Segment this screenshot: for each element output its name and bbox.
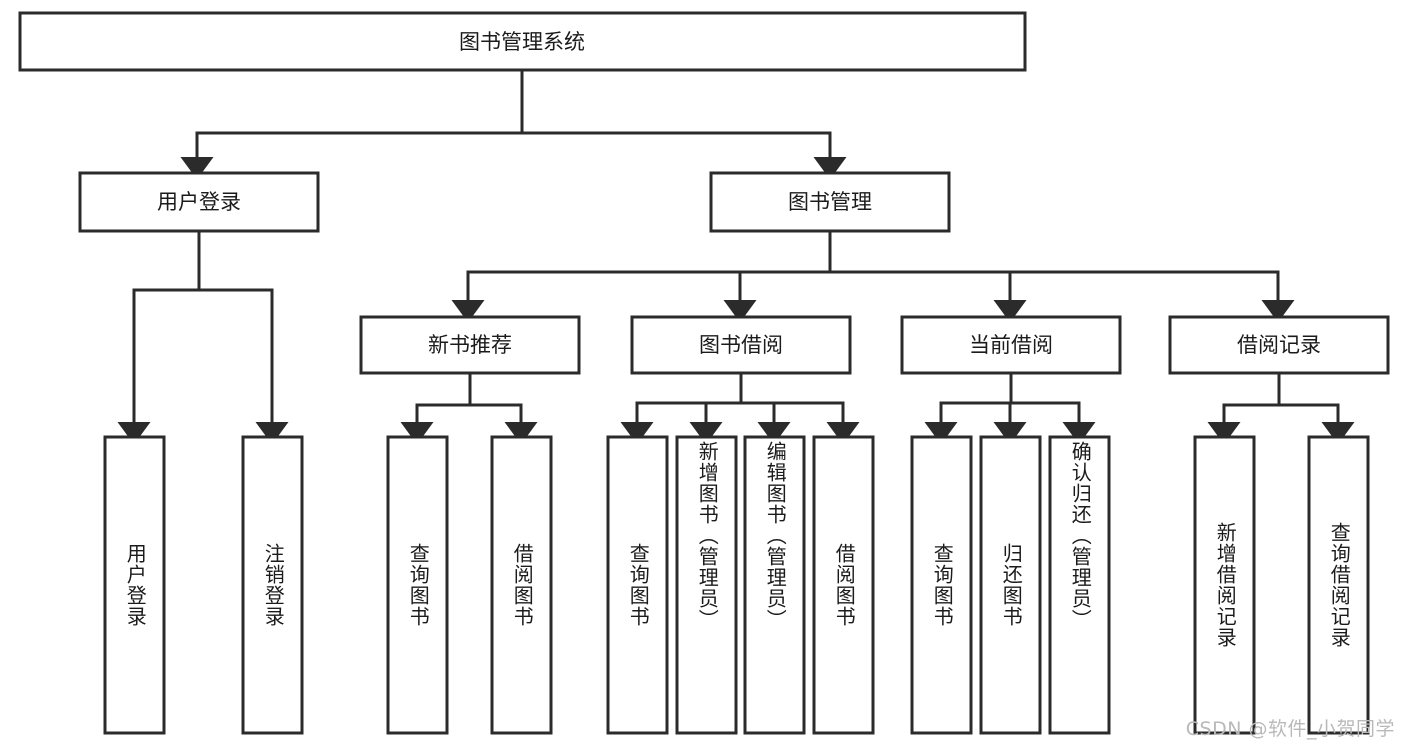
node-current-borrow-label: 当前借阅	[969, 333, 1053, 357]
leaf-box-borrow-book-2[interactable]	[675, 435, 738, 735]
leaf-box-new-book-1[interactable]	[386, 435, 449, 735]
node-root[interactable]	[18, 11, 1027, 72]
leaf-box-current-borrow-2[interactable]	[979, 435, 1042, 735]
leaf-box-borrow-record-1[interactable]	[1193, 435, 1256, 735]
node-borrow-book-label: 图书借阅	[699, 333, 783, 357]
node-root-label: 图书管理系统	[459, 30, 585, 54]
node-borrow-book[interactable]	[630, 315, 852, 375]
leaf-box-user-login-1[interactable]	[103, 435, 166, 735]
node-borrow-record[interactable]	[1168, 315, 1390, 375]
leaf-box-new-book-2[interactable]	[490, 435, 553, 735]
node-book-manage-label: 图书管理	[788, 190, 872, 214]
leaf-box-borrow-book-3[interactable]	[743, 435, 806, 735]
leaf-box-current-borrow-3[interactable]	[1048, 435, 1111, 735]
leaf-box-user-login-2[interactable]	[241, 435, 304, 735]
node-borrow-record-label: 借阅记录	[1237, 333, 1321, 357]
leaf-box-current-borrow-1[interactable]	[910, 435, 973, 735]
node-current-borrow[interactable]	[900, 315, 1122, 375]
watermark-label: CSDN @软件_小贺同学	[1185, 718, 1395, 740]
node-new-book[interactable]	[359, 315, 581, 375]
leaf-box-borrow-book-4[interactable]	[812, 435, 875, 735]
leaf-box-borrow-record-2[interactable]	[1307, 435, 1370, 735]
leaf-box-borrow-book-1[interactable]	[606, 435, 669, 735]
node-new-book-label: 新书推荐	[428, 333, 512, 357]
node-book-manage[interactable]	[709, 171, 951, 233]
node-user-login-label: 用户登录	[157, 190, 241, 214]
